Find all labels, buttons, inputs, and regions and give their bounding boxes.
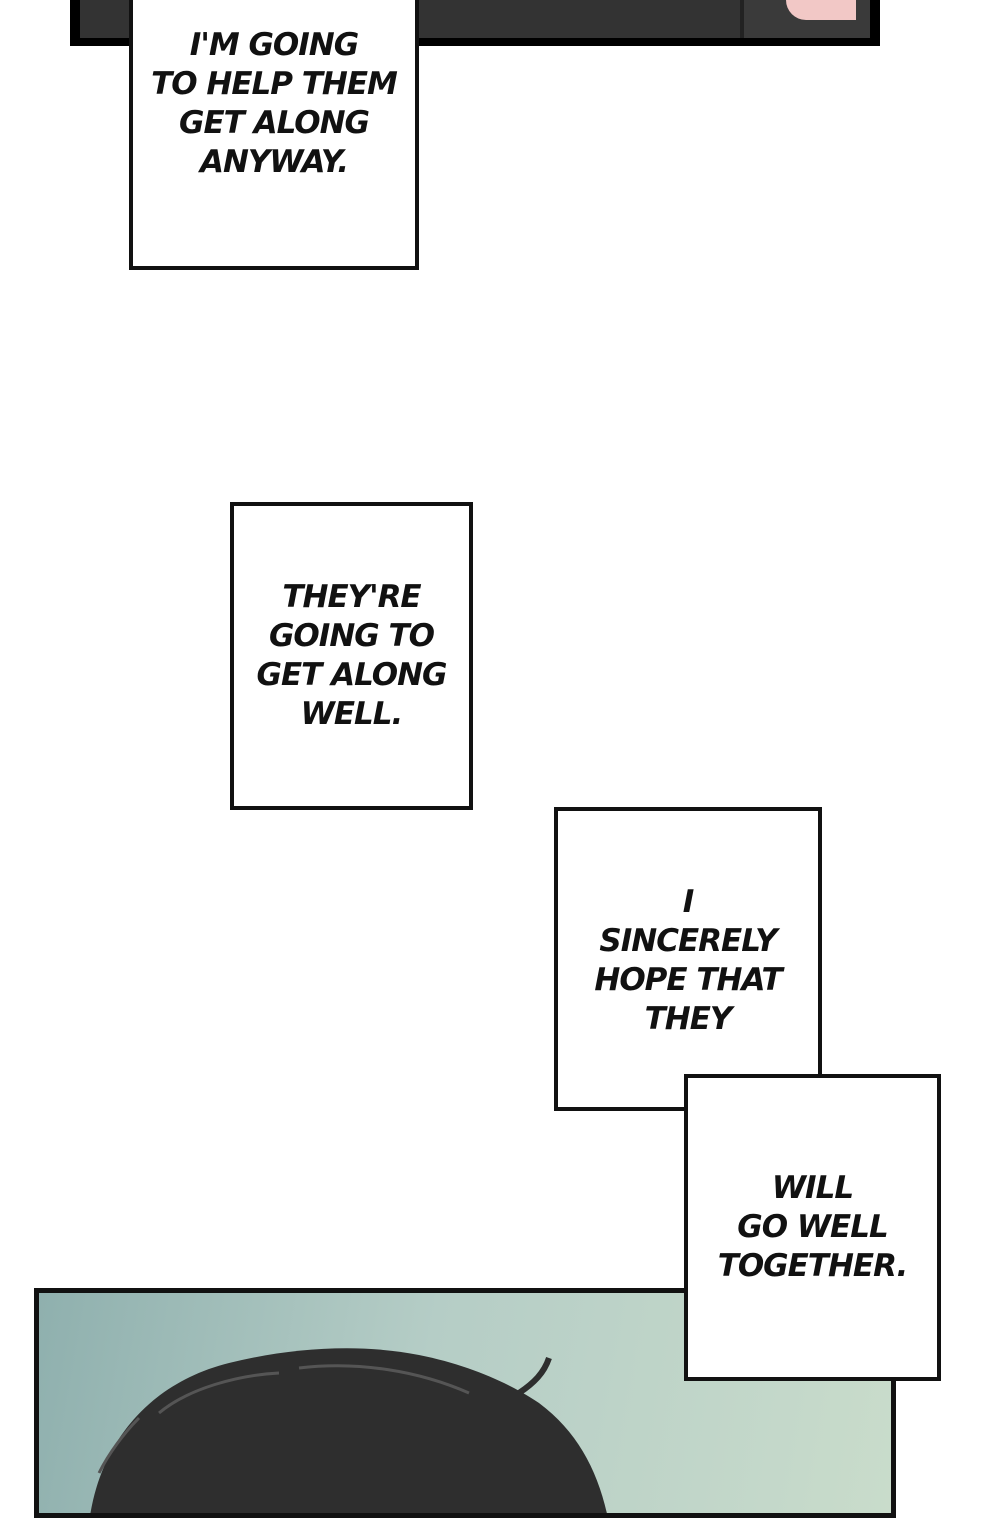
narration-box-2: THEY'RE GOING TO GET ALONG WELL. <box>230 502 473 810</box>
narration-text-3: I SINCERELY HOPE THAT THEY <box>594 884 782 1037</box>
panel-divider-line <box>740 0 744 38</box>
narration-text-1: I'M GOING TO HELP THEM GET ALONG ANYWAY. <box>151 27 398 180</box>
narration-text-2: THEY'RE GOING TO GET ALONG WELL. <box>256 579 448 732</box>
narration-box-3: I SINCERELY HOPE THAT THEY <box>554 807 822 1111</box>
narration-box-1: I'M GOING TO HELP THEM GET ALONG ANYWAY. <box>129 0 419 270</box>
skin-area <box>786 0 856 20</box>
narration-text-4: WILL GO WELL TOGETHER. <box>717 1170 909 1284</box>
narration-box-4: WILL GO WELL TOGETHER. <box>684 1074 941 1381</box>
character-hair-illustration <box>90 1348 607 1513</box>
